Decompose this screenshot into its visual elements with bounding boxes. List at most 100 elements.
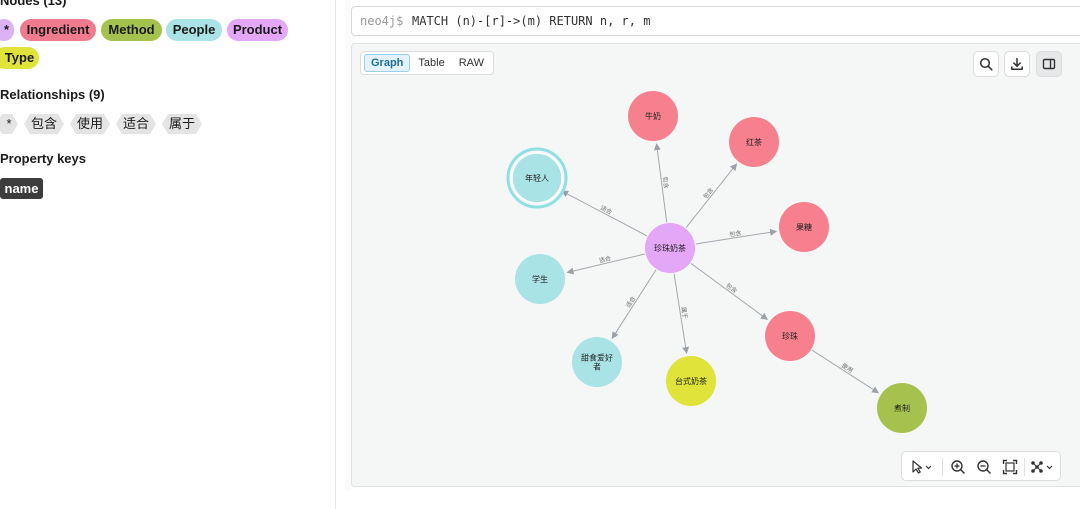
node-circle[interactable] xyxy=(779,202,829,252)
edge-line[interactable] xyxy=(685,163,738,228)
graph-node-young[interactable]: 年轻人 xyxy=(506,147,568,209)
rel-type-suits[interactable]: 适合 xyxy=(116,114,156,134)
panel-gutter xyxy=(345,0,351,509)
view-tabs: Graph Table RAW xyxy=(360,51,494,75)
edge-label: 适合 xyxy=(624,295,637,309)
node-circle[interactable] xyxy=(628,91,678,141)
toolbar-separator xyxy=(1024,458,1025,476)
graph-edge[interactable]: 包含 xyxy=(685,163,738,228)
rel-type-all[interactable]: * xyxy=(0,114,18,134)
node-circle[interactable] xyxy=(511,152,563,204)
graph-node-center[interactable]: 珍珠奶茶 xyxy=(645,223,695,273)
result-footer-area xyxy=(345,490,1080,509)
node-label-method[interactable]: Method xyxy=(101,19,162,41)
edge-label: 包含 xyxy=(701,186,715,200)
node-label-all[interactable]: * xyxy=(0,19,14,41)
zoom-in-button[interactable] xyxy=(946,456,970,478)
zoom-out-button[interactable] xyxy=(972,456,996,478)
graph-edge[interactable]: 包含 xyxy=(653,143,671,223)
query-prompt: neo4j$ xyxy=(360,14,404,28)
node-circle[interactable] xyxy=(765,311,815,361)
property-key-name[interactable]: name xyxy=(0,178,43,199)
zoom-out-icon xyxy=(977,460,992,475)
node-circle[interactable] xyxy=(666,356,716,406)
node-label-product[interactable]: Product xyxy=(227,19,288,41)
node-label-ingredient[interactable]: Ingredient xyxy=(20,19,96,41)
node-caption: 牛奶 xyxy=(645,111,661,121)
fit-icon xyxy=(1002,459,1018,475)
tab-raw[interactable]: RAW xyxy=(458,57,484,69)
panel-toggle-button[interactable] xyxy=(1036,51,1062,77)
edge-label: 包含 xyxy=(661,176,670,189)
download-button[interactable] xyxy=(1004,51,1030,77)
node-caption: 学生 xyxy=(532,274,548,284)
edge-line[interactable] xyxy=(811,349,880,394)
search-icon xyxy=(979,57,993,71)
rel-type-belongs[interactable]: 属于 xyxy=(162,114,202,134)
edge-label: 适合 xyxy=(599,204,613,217)
node-caption: 果糖 xyxy=(796,222,812,232)
tab-table[interactable]: Table xyxy=(418,57,445,69)
node-circle[interactable] xyxy=(515,254,565,304)
query-text[interactable]: MATCH (n)-[r]->(m) RETURN n, r, m xyxy=(412,14,651,28)
edge-label: 使用 xyxy=(840,361,854,374)
layout-options-button[interactable] xyxy=(1028,456,1058,478)
tab-graph[interactable]: Graph xyxy=(364,54,411,72)
node-circle[interactable] xyxy=(877,383,927,433)
graph-edge[interactable]: 属于 xyxy=(673,273,690,355)
panel-toggle-icon xyxy=(1042,58,1056,70)
node-caption: 台式奶茶 xyxy=(675,376,707,386)
node-label-people[interactable]: People xyxy=(166,19,222,41)
node-circle[interactable] xyxy=(729,117,779,167)
graph-node-taiwan[interactable]: 台式奶茶 xyxy=(666,356,716,406)
node-circle[interactable] xyxy=(572,337,622,387)
query-editor[interactable]: neo4j$ MATCH (n)-[r]->(m) RETURN n, r, m xyxy=(351,6,1080,36)
result-panel: Graph Table RAW 包含包含包含包含使用适合适合适合属于 珍珠奶茶牛… xyxy=(351,43,1080,487)
graph-edge[interactable]: 包含 xyxy=(695,228,778,245)
fit-to-screen-button[interactable] xyxy=(998,456,1022,478)
node-label-type[interactable]: Type xyxy=(0,47,39,69)
edge-line[interactable] xyxy=(653,143,668,223)
graph-edge[interactable]: 适合 xyxy=(561,190,648,237)
graph-edge[interactable]: 适合 xyxy=(566,253,645,275)
graph-edge[interactable]: 使用 xyxy=(811,349,880,394)
node-caption: 年轻人 xyxy=(525,173,549,183)
edge-line[interactable] xyxy=(690,262,768,320)
edge-line[interactable] xyxy=(566,253,645,275)
rel-type-contains[interactable]: 包含 xyxy=(24,114,64,134)
nodes-section-title: Nodes (13) xyxy=(0,0,67,8)
node-caption: 者 xyxy=(593,363,601,372)
graph-node-boil[interactable]: 煮制 xyxy=(877,383,927,433)
graph-node-milk[interactable]: 牛奶 xyxy=(628,91,678,141)
select-icon xyxy=(912,460,932,474)
toolbar-separator xyxy=(942,458,943,476)
relationships-section-title: Relationships (9) xyxy=(0,87,105,102)
edge-line[interactable] xyxy=(695,228,778,245)
graph-node-blacktea[interactable]: 红茶 xyxy=(729,117,779,167)
graph-node-pearl[interactable]: 珍珠 xyxy=(765,311,815,361)
database-sidebar: Nodes (13) * Ingredient Method People Pr… xyxy=(0,0,336,509)
node-selection-ring xyxy=(506,147,568,209)
graph-edge[interactable]: 适合 xyxy=(611,269,657,340)
edge-line[interactable] xyxy=(561,190,648,237)
property-keys-section-title: Property keys xyxy=(0,151,86,166)
search-button[interactable] xyxy=(973,51,999,77)
edge-label: 包含 xyxy=(729,229,742,239)
node-caption: 红茶 xyxy=(746,137,762,147)
graph-node-syrup[interactable]: 果糖 xyxy=(779,202,829,252)
edge-label: 包含 xyxy=(724,281,738,295)
select-mode-button[interactable] xyxy=(908,456,938,478)
edge-line[interactable] xyxy=(611,269,657,340)
graph-edge[interactable]: 包含 xyxy=(690,262,768,320)
node-caption: 甜食爱好 xyxy=(581,353,613,363)
edge-line[interactable] xyxy=(673,273,690,355)
node-circle[interactable] xyxy=(645,223,695,273)
rel-type-uses[interactable]: 使用 xyxy=(70,114,110,134)
graph-node-student[interactable]: 学生 xyxy=(515,254,565,304)
edge-label: 适合 xyxy=(598,254,612,265)
node-caption: 煮制 xyxy=(894,403,910,413)
